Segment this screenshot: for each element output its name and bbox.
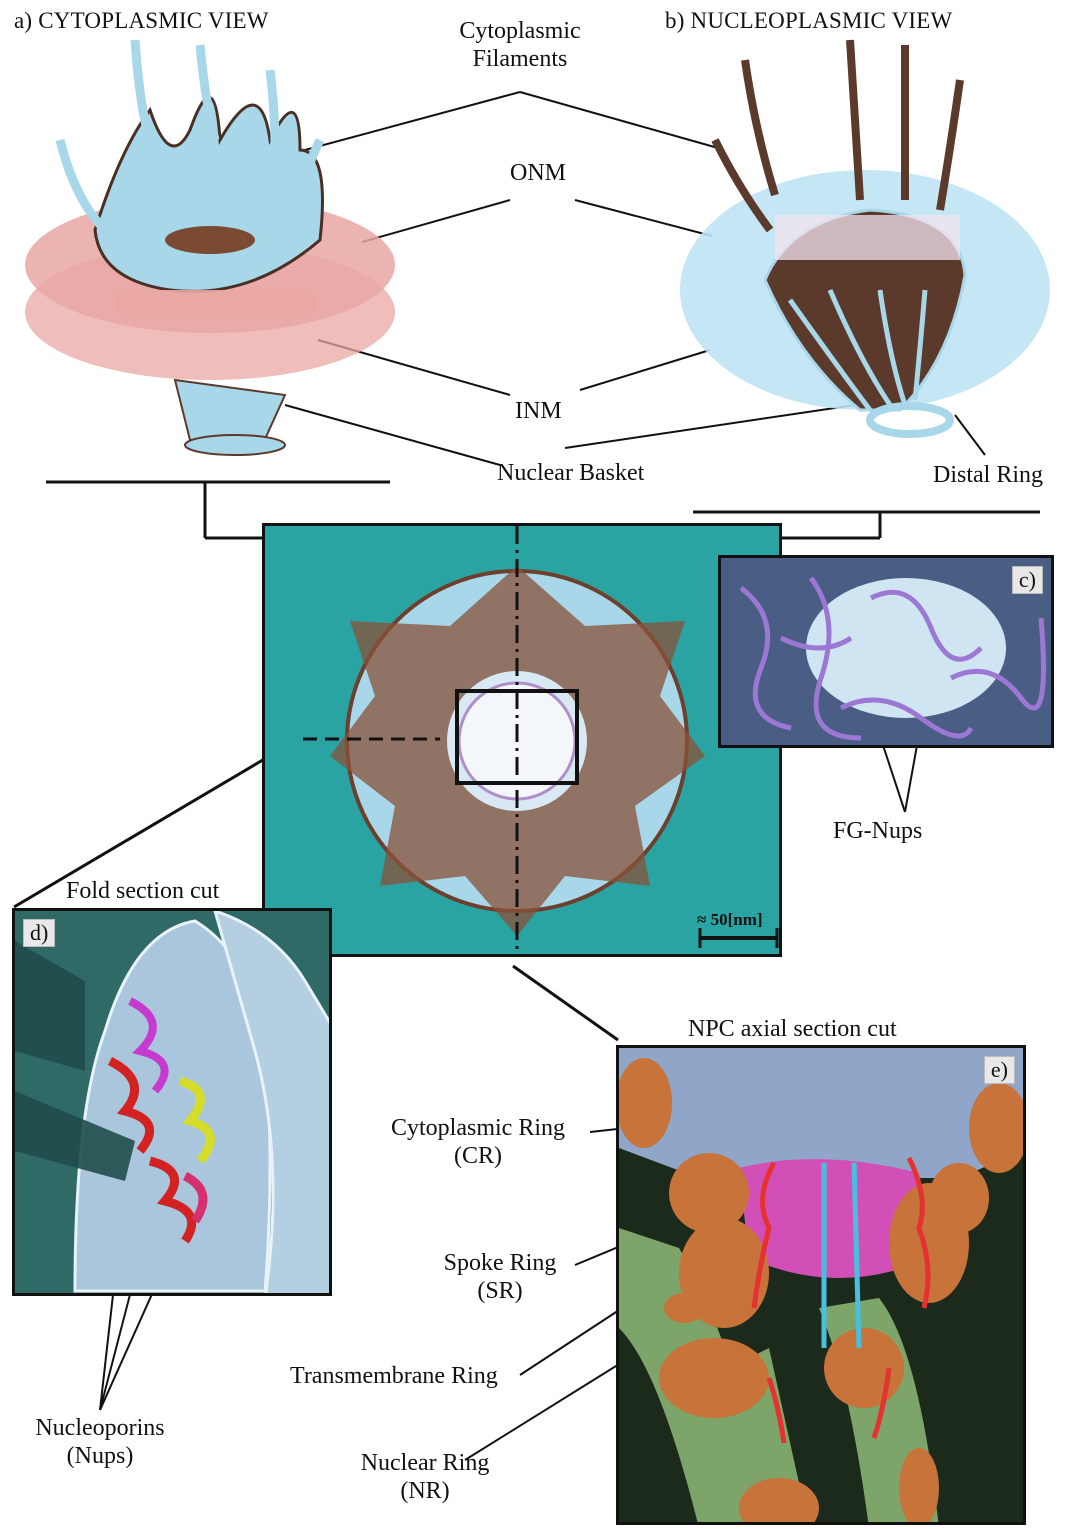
onm-label: ONM [510,160,566,188]
spoke-ring-label: Spoke Ring (SR) [420,1250,580,1305]
panel-d-tag: d) [23,919,55,947]
nuclear-basket-label: Nuclear Basket [497,460,644,488]
spoke-ring-line2: (SR) [420,1278,580,1306]
cytoplasmic-ring-line1: Cytoplasmic Ring [368,1115,588,1143]
axial-section-label: NPC axial section cut [688,1016,897,1044]
scale-bar-label: ≈ 50[nm] [697,910,763,930]
center-top-view-panel: ≈ 50[nm] [262,523,782,957]
cytoplasmic-ring-label: Cytoplasmic Ring (CR) [368,1115,588,1170]
fg-nups-illustration [721,558,1054,748]
panel-e-tag: e) [984,1056,1015,1084]
nucleoporins-label: Nucleoporins (Nups) [20,1415,180,1470]
fold-section-label: Fold section cut [66,878,219,906]
transmembrane-ring-label: Transmembrane Ring [290,1363,498,1391]
cytoplasmic-filaments-label: Cytoplasmic Filaments [445,18,595,73]
panel-d-fold-section: d) [12,908,332,1296]
nucleoporins-line1: Nucleoporins [20,1415,180,1443]
panel-e-axial-section: e) [616,1045,1026,1525]
nuclear-ring-label: Nuclear Ring (NR) [340,1450,510,1505]
cytoplasmic-filaments-line1: Cytoplasmic [445,18,595,46]
npc-top-view [265,526,782,957]
distal-ring-label: Distal Ring [933,462,1043,490]
cytoplasmic-filaments-line2: Filaments [445,46,595,74]
nuclear-ring-line2: (NR) [340,1478,510,1506]
axial-section-illustration [619,1048,1026,1525]
fold-section-illustration [15,911,332,1296]
cytoplasmic-ring-line2: (CR) [368,1143,588,1171]
panel-c-fg-nups: c) [718,555,1054,748]
spoke-ring-line1: Spoke Ring [420,1250,580,1278]
panel-c-tag: c) [1012,566,1043,594]
nucleoporins-line2: (Nups) [20,1443,180,1471]
nuclear-ring-line1: Nuclear Ring [340,1450,510,1478]
fg-nups-label: FG-Nups [833,818,922,846]
inm-label: INM [515,398,562,426]
